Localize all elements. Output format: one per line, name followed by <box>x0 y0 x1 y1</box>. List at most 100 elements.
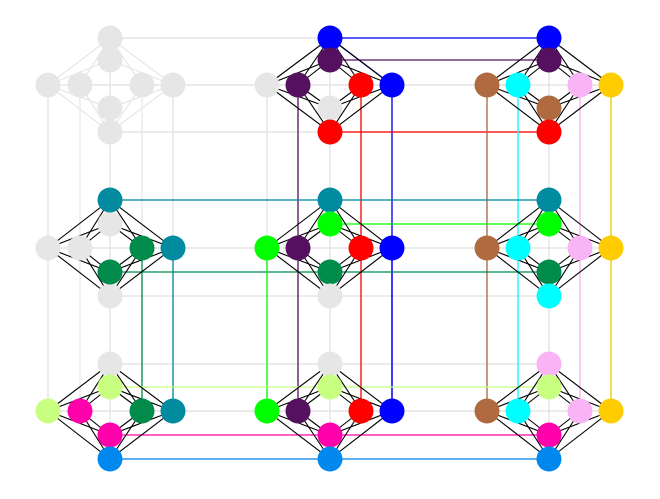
cell-edge <box>548 363 612 412</box>
node-green <box>129 235 155 261</box>
cell-edge <box>266 84 331 133</box>
node-light-lime <box>317 374 343 400</box>
node-inactive <box>67 235 93 261</box>
cell-edge <box>486 84 550 133</box>
node-inactive <box>317 283 343 309</box>
node-inactive <box>97 47 123 73</box>
node-teal <box>317 187 343 213</box>
node-cyan <box>505 398 531 424</box>
cell-edge <box>548 410 612 460</box>
cell-edge <box>329 199 393 249</box>
node-inactive <box>97 283 123 309</box>
node-pink <box>567 72 593 98</box>
node-lime <box>317 211 343 237</box>
node-cyan <box>505 235 531 261</box>
node-purple <box>317 47 343 73</box>
cell-edge <box>329 410 393 460</box>
node-purple <box>285 72 311 98</box>
cell-edge <box>329 363 393 412</box>
node-teal <box>536 187 562 213</box>
node-magenta <box>97 422 123 448</box>
gray-cell-edge <box>47 37 111 86</box>
node-red <box>536 119 562 145</box>
cell-edge <box>329 247 393 297</box>
cell-edge <box>109 363 174 412</box>
node-pink <box>567 398 593 424</box>
node-blue <box>379 398 405 424</box>
node-magenta <box>536 422 562 448</box>
cell-edge <box>266 199 331 249</box>
node-green <box>129 398 155 424</box>
node-sky <box>317 446 343 472</box>
node-brown <box>474 72 500 98</box>
node-inactive <box>160 72 186 98</box>
node-inactive <box>317 351 343 377</box>
cell-edge <box>486 247 550 297</box>
node-light-lime <box>536 374 562 400</box>
cell-edge <box>47 199 111 249</box>
node-lime <box>254 398 280 424</box>
cell-edge <box>548 199 612 249</box>
node-green <box>536 259 562 285</box>
node-inactive <box>67 72 93 98</box>
gray-cell-edge <box>109 37 174 86</box>
node-sky <box>97 446 123 472</box>
node-inactive <box>97 95 123 121</box>
node-green <box>317 259 343 285</box>
gray-cell-edge <box>47 84 111 133</box>
node-inactive <box>97 25 123 51</box>
cell-edge <box>47 410 111 460</box>
node-teal <box>160 398 186 424</box>
cell-edge <box>47 247 111 297</box>
cell-edge <box>266 37 331 86</box>
node-sky <box>536 446 562 472</box>
node-inactive <box>97 351 123 377</box>
node-inactive <box>97 211 123 237</box>
node-lime <box>536 211 562 237</box>
cell-edge <box>486 410 550 460</box>
node-inactive <box>97 119 123 145</box>
node-inactive <box>317 95 343 121</box>
node-purple <box>285 398 311 424</box>
cell-edge <box>109 247 174 297</box>
node-brown <box>474 398 500 424</box>
gray-cell-edge <box>109 84 174 133</box>
cell-edge <box>548 247 612 297</box>
cell-edge <box>109 410 174 460</box>
node-purple <box>536 47 562 73</box>
node-cyan <box>536 283 562 309</box>
node-blue <box>536 25 562 51</box>
node-blue <box>379 72 405 98</box>
node-light-lime <box>97 374 123 400</box>
node-teal <box>160 235 186 261</box>
node-gold <box>598 72 624 98</box>
node-inactive <box>35 235 61 261</box>
node-inactive <box>254 72 280 98</box>
node-pink <box>536 351 562 377</box>
node-gold <box>598 398 624 424</box>
node-blue <box>379 235 405 261</box>
node-gold <box>598 235 624 261</box>
cell-edge <box>486 363 550 412</box>
node-teal <box>97 187 123 213</box>
cell-edge <box>486 199 550 249</box>
node-cyan <box>505 72 531 98</box>
cell-edge <box>266 363 331 412</box>
node-brown <box>474 235 500 261</box>
node-brown <box>536 95 562 121</box>
cell-edge <box>266 247 331 297</box>
cell-edge <box>329 84 393 133</box>
node-blue <box>317 25 343 51</box>
cell-edge <box>486 37 550 86</box>
cell-edge <box>548 84 612 133</box>
node-inactive <box>129 72 155 98</box>
node-red <box>317 119 343 145</box>
cell-edge <box>329 37 393 86</box>
cell-edge <box>266 410 331 460</box>
node-layer <box>35 25 624 472</box>
node-magenta <box>67 398 93 424</box>
node-purple <box>285 235 311 261</box>
node-inactive <box>35 72 61 98</box>
node-green <box>97 259 123 285</box>
